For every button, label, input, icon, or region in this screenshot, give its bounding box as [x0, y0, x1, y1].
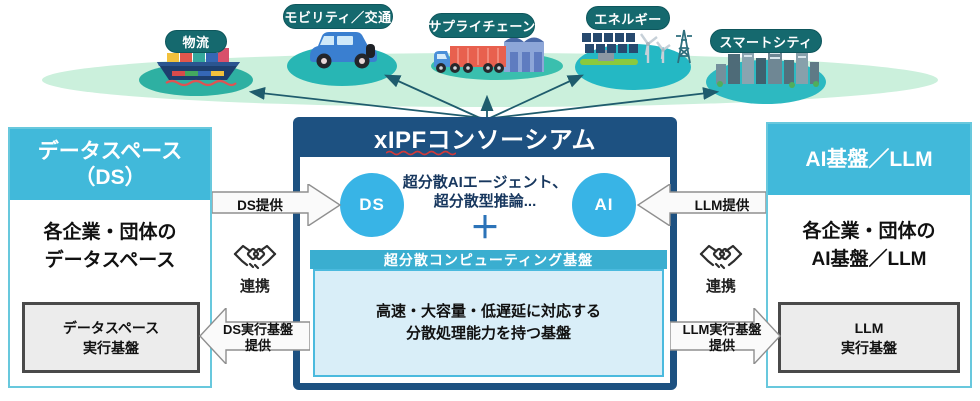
dataspace-panel-header: データスペース （DS） — [10, 129, 210, 200]
dataspace-body-line2: データスペース — [44, 250, 176, 271]
ai-llm-body-text: 各企業・団体の AI基盤／LLM — [768, 218, 970, 274]
energy-icon — [580, 29, 692, 65]
dataspace-panel: データスペース （DS） 各企業・団体の データスペース データスペース 実行基… — [8, 127, 212, 388]
dataspace-body-text: 各企業・団体の データスペース — [10, 219, 210, 275]
industry-pill-smartcity: スマートシティ — [710, 29, 822, 53]
ds-exec-provide-arrow — [199, 308, 310, 364]
consortium-inner-panel: DS AI 超分散AIエージェント、 超分散型推論... ＋ 超分散コンピューテ… — [300, 157, 670, 383]
ds-exec-provide-label: DS実行基盤 提供 — [212, 322, 304, 354]
llm-exec-box: LLM 実行基盤 — [778, 302, 960, 373]
city-skyline-icon — [716, 46, 819, 88]
ai-llm-panel: AI基盤／LLM 各企業・団体の AI基盤／LLM LLM 実行基盤 — [766, 122, 972, 388]
computing-desc-line1: 高速・大容量・低遅延に対応する — [375, 303, 601, 320]
ds-provide-label: DS提供 — [237, 198, 283, 213]
industry-connector-arrows — [248, 74, 720, 119]
llm-provide-arrow — [636, 184, 766, 226]
dataspace-exec-line2: 実行基盤 — [83, 339, 139, 356]
agent-line2: 超分散型推論... — [433, 193, 537, 210]
plus-icon: ＋ — [470, 212, 500, 245]
ai-llm-body-line2: AI基盤／LLM — [811, 249, 927, 270]
industry-pill-logistics: 物流 — [165, 30, 227, 53]
computing-platform-header: 超分散コンピューティング基盤 — [310, 250, 667, 269]
xipf-consortium-box: xIPFコンソーシアム DS AI 超分散AIエージェント、 超分散型推論...… — [293, 117, 677, 390]
llm-exec-provide-arrow — [670, 308, 781, 364]
ds-provide-arrow — [212, 184, 342, 226]
agent-line1: 超分散AIエージェント、 — [402, 174, 568, 191]
ai-llm-panel-header: AI基盤／LLM — [768, 124, 970, 195]
truck-factory-icon — [434, 37, 544, 73]
car-icon — [310, 32, 377, 69]
handshake-icon-right — [699, 244, 743, 270]
llm-exec-label-line2: 提供 — [708, 338, 735, 353]
llm-exec-label-line1: LLM実行基盤 — [682, 322, 762, 337]
llm-provide-label: LLM提供 — [694, 198, 750, 213]
right-link-label: 連携 — [705, 278, 736, 295]
industry-pill-energy: エネルギー — [586, 6, 670, 30]
xipf-consortium-title: xIPFコンソーシアム — [373, 126, 597, 154]
spellcheck-underline — [386, 150, 456, 156]
dataspace-title-line1: データスペース — [37, 139, 183, 163]
dataspace-exec-box: データスペース 実行基盤 — [22, 302, 200, 373]
industry-pill-mobility: モビリティ／交通 — [283, 4, 393, 29]
dataspace-body-line1: 各企業・団体の — [43, 222, 177, 243]
dataspace-exec-line1: データスペース — [62, 319, 160, 336]
llm-exec-line2: 実行基盤 — [841, 339, 897, 356]
ai-llm-body-line1: 各企業・団体の — [802, 221, 936, 242]
llm-exec-provide-label: LLM実行基盤 提供 — [676, 322, 768, 354]
computing-desc-line2: 分散処理能力を持つ基盤 — [405, 325, 571, 342]
agent-description: 超分散AIエージェント、 超分散型推論... — [400, 173, 570, 211]
computing-platform-box: 高速・大容量・低遅延に対応する 分散処理能力を持つ基盤 — [313, 269, 664, 377]
ds-exec-label-line2: 提供 — [244, 338, 271, 353]
llm-exec-line1: LLM — [854, 319, 884, 336]
ds-circle: DS — [340, 173, 404, 237]
dataspace-title-line2: （DS） — [74, 165, 146, 189]
ds-exec-label-line1: DS実行基盤 — [222, 322, 294, 337]
industry-pill-supplychain: サプライチェーン — [428, 13, 535, 38]
handshake-icon-left — [233, 244, 277, 270]
left-link-label: 連携 — [239, 278, 270, 295]
ai-circle: AI — [572, 173, 636, 237]
ai-llm-title: AI基盤／LLM — [805, 147, 933, 171]
